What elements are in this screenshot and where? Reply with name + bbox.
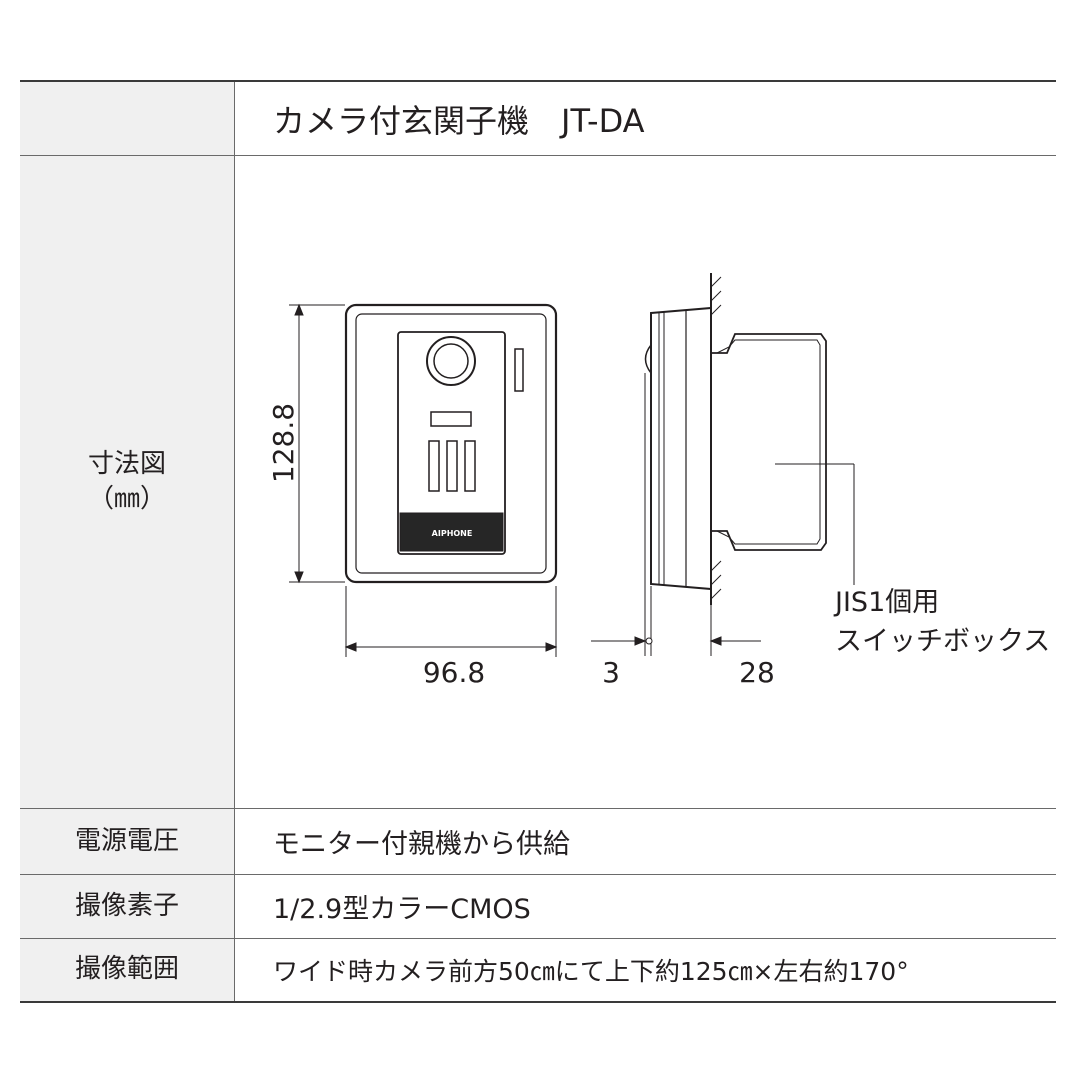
- height-dimension-line: [289, 303, 345, 584]
- call-button: [399, 512, 504, 552]
- dimension-row: 寸法図 （㎜） AIPH: [20, 156, 1056, 809]
- camera-lens-icon: [426, 336, 476, 386]
- title-label-cell: [20, 82, 235, 155]
- spec-label: 撮像範囲: [20, 939, 235, 1001]
- spec-row-range: 撮像範囲 ワイド時カメラ前方50㎝にて上下約125㎝×左右約170°: [20, 939, 1056, 1001]
- brand-logo: AIPHONE: [432, 529, 473, 538]
- side-view: [644, 273, 827, 605]
- speaker-slot-3: [464, 440, 476, 492]
- callout-switchbox-line2: スイッチボックス: [835, 626, 1050, 657]
- dimension-label: 寸法図 （㎜）: [20, 156, 235, 808]
- title-row: カメラ付玄関子機 JT-DA: [20, 82, 1056, 156]
- camera-bulge: [644, 344, 652, 374]
- name-plate: [430, 411, 472, 427]
- spec-label: 撮像素子: [20, 875, 235, 938]
- dimension-label-title: 寸法図: [87, 448, 166, 479]
- width-dimension-line: [344, 586, 558, 657]
- front-view: [344, 303, 558, 584]
- dimension-drawing-cell: AIPHONE 128.8 96.8: [235, 156, 1056, 808]
- speaker-slot-1: [428, 440, 440, 492]
- spec-value: 1/2.9型カラーCMOS: [273, 894, 531, 925]
- led-indicator-icon: [514, 348, 524, 392]
- spec-table: カメラ付玄関子機 JT-DA 寸法図 （㎜）: [20, 80, 1056, 1003]
- camera-lens-inner: [433, 343, 469, 379]
- panel-body: [397, 331, 506, 555]
- callout-leader: [775, 463, 855, 585]
- unit-side-profile: [650, 306, 712, 591]
- switch-box: [711, 333, 827, 551]
- dimension-label-unit: （㎜）: [87, 484, 166, 514]
- wall-hatching: [710, 276, 722, 600]
- spec-row-sensor: 撮像素子 1/2.9型カラーCMOS: [20, 875, 1056, 939]
- callout-switchbox-line1: JIS1個用: [833, 587, 939, 618]
- depth-front-value: 3: [602, 656, 620, 689]
- depth-dimension-line: [591, 373, 761, 656]
- dimension-drawing: AIPHONE 128.8 96.8: [267, 273, 1050, 689]
- faceplate-outer: [344, 303, 558, 584]
- speaker-slot-2: [446, 440, 458, 492]
- depth-back-value: 28: [739, 656, 775, 689]
- width-dimension-value: 96.8: [423, 656, 485, 689]
- spec-label: 電源電圧: [20, 809, 235, 874]
- product-title: カメラ付玄関子機 JT-DA: [273, 101, 645, 140]
- spec-value: モニター付親機から供給: [273, 829, 570, 860]
- faceplate-inner: [355, 313, 547, 574]
- height-dimension-value: 128.8: [267, 403, 300, 483]
- spec-row-power: 電源電圧 モニター付親機から供給: [20, 809, 1056, 875]
- spec-value: ワイド時カメラ前方50㎝にて上下約125㎝×左右約170°: [273, 957, 909, 986]
